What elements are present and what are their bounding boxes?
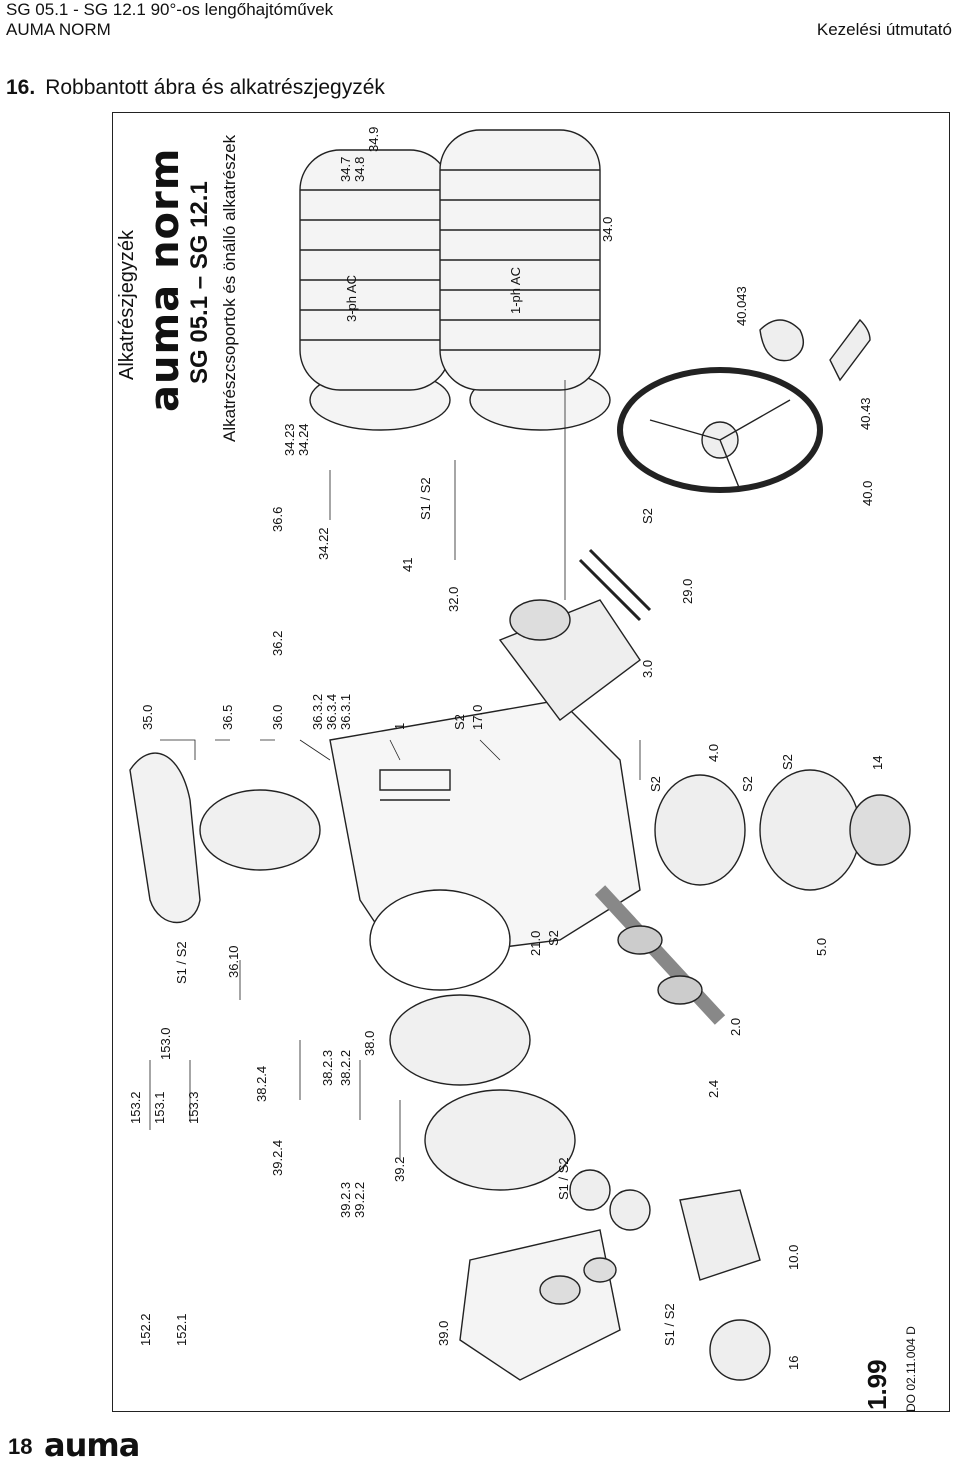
part-label: 34.23 [282,423,297,456]
part-label: S1 / S2 [418,477,433,520]
part-label: 39.2.3 [338,1182,353,1218]
section-heading: 16. Robbantott ábra és alkatrészjegyzék [6,76,385,100]
motor-1ph [439,129,611,431]
part-label: 38.2.4 [254,1066,269,1102]
part-label: 10.0 [786,1245,801,1270]
part-label: 34.24 [296,423,311,456]
section-title: Robbantott ábra és alkatrészjegyzék [45,76,385,99]
part-label: 153.0 [158,1027,173,1060]
part-label: 39.2.4 [270,1140,285,1176]
part-label: 36.10 [226,945,241,978]
part-label: 38.2.2 [338,1050,353,1086]
section-number: 16. [6,76,36,99]
part-label: 36.3.1 [338,694,353,730]
auma-logo: auma [44,1426,140,1464]
page-header: SG 05.1 - SG 12.1 90°-os lengőhajtóművek… [6,0,333,40]
part-label: 21.0 [528,931,543,956]
part-label: S2 [640,508,655,524]
flange-10 [679,1189,761,1281]
part-label: 152.1 [174,1313,189,1346]
part-label: 39.2.2 [352,1182,367,1218]
part-label: 17.0 [470,705,485,730]
part-label: S2 [780,754,795,770]
part-label: 36.2 [270,631,285,656]
part-label: 34.9 [366,127,381,152]
part-label: 153.2 [128,1091,143,1124]
part-label: 29.0 [680,579,695,604]
part-label: 34.7 [338,157,353,182]
cover-part [129,752,201,924]
part-label: 2.0 [728,1018,743,1036]
part-label: 16 [786,1356,801,1370]
part-label: S1 / S2 [662,1303,677,1346]
part-label: S2 [740,776,755,792]
part-label: 14 [870,756,885,770]
part-label: 4.0 [706,744,721,762]
header-title: SG 05.1 - SG 12.1 90°-os lengőhajtóművek [6,0,334,19]
part-label: 3-ph AC [344,275,359,322]
part-label: 34.8 [352,157,367,182]
handwheel [617,367,823,493]
part-label: S2 [452,714,467,730]
part-label: 40.43 [858,397,873,430]
cover-39 [459,1229,621,1381]
header-manual-label: Kezelési útmutató [816,20,952,39]
drawing-frame [112,112,950,1412]
part-label: 41 [400,558,415,572]
part-label: 36.6 [270,507,285,532]
part-label: 38.2.3 [320,1050,335,1086]
page-number: 18 [8,1434,33,1459]
part-label: 39.2 [392,1157,407,1182]
part-label: 152.2 [138,1313,153,1346]
control-unit [199,789,576,1191]
part-label: 32.0 [446,587,461,612]
part-label: 34.0 [600,217,615,242]
flange-5 [759,769,861,891]
part-label: 39.0 [436,1321,451,1346]
part-label: S1 / S2 [556,1157,571,1200]
header-brand: AUMA NORM [6,20,111,39]
part-label: 38.0 [362,1031,377,1056]
part-label: 40.043 [734,286,749,326]
part-label: 36.3.4 [324,694,339,730]
part-label: 5.0 [814,938,829,956]
motor-3ph [299,149,451,431]
part-label: 3.0 [640,660,655,678]
part-label: S2 [546,930,561,946]
part-label: 1 [392,723,407,730]
part-label: 34.22 [316,527,331,560]
part-label: 35.0 [140,705,155,730]
part-label: 36.5 [220,705,235,730]
coupling-4 [654,774,746,886]
part-label: 1-ph AC [508,267,523,314]
worm-shaft [594,885,726,1025]
part-label: S1 / S2 [174,941,189,984]
part-label: 153.3 [186,1091,201,1124]
part-label: 153.1 [152,1091,167,1124]
part-label: 2.4 [706,1080,721,1098]
part-label: S2 [648,776,663,792]
part-label: 36.0 [270,705,285,730]
part-label: 36.3.2 [310,694,325,730]
part-label: 40.0 [860,481,875,506]
gear-housing [329,699,641,991]
